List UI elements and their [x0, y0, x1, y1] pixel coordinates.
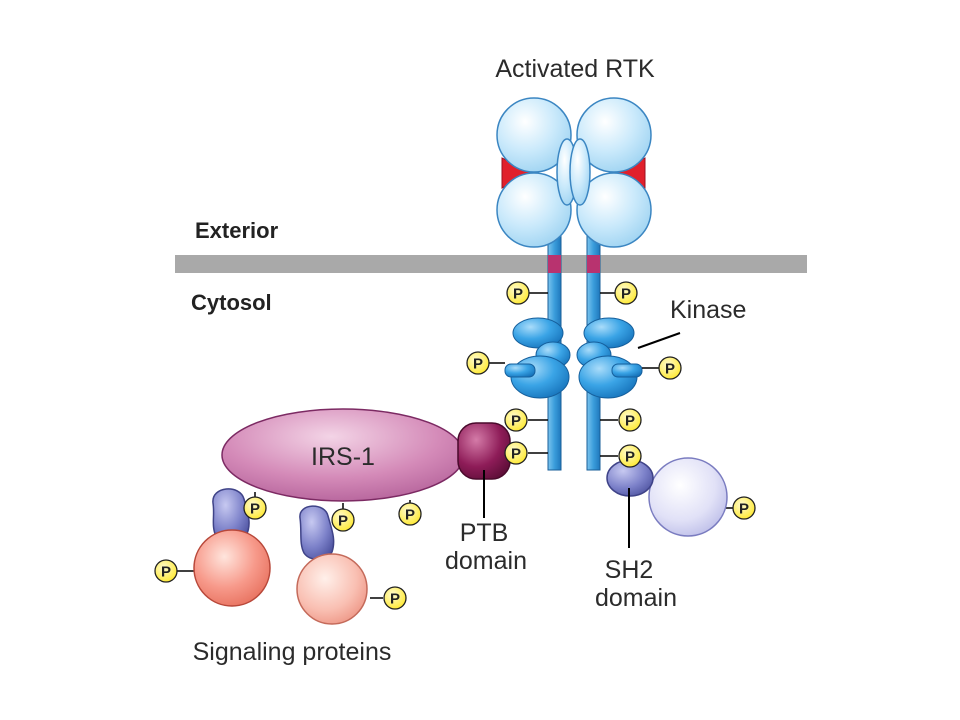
svg-text:P: P — [250, 501, 260, 518]
right-transmembrane-segment — [587, 255, 600, 273]
svg-text:P: P — [511, 413, 521, 430]
phosphate-icon: P — [732, 496, 756, 520]
kinase-pointer-line — [637, 332, 681, 349]
svg-text:P: P — [621, 286, 631, 303]
phosphate-icon: P — [383, 586, 407, 610]
phosphate-icon: P — [466, 351, 490, 375]
phosphate-icon: P — [154, 559, 178, 583]
svg-text:P: P — [513, 286, 523, 303]
svg-text:P: P — [511, 446, 521, 463]
svg-text:P: P — [338, 513, 348, 530]
svg-text:P: P — [390, 591, 400, 608]
sh2-label-line1: SH2 — [605, 556, 654, 584]
title-label: Activated RTK — [495, 55, 655, 83]
phosphate-badges: P P P P P P P P P P P P P P — [154, 281, 756, 610]
svg-text:P: P — [161, 564, 171, 581]
signaling-protein-2-sh2-domain — [299, 505, 335, 560]
phosphate-icon: P — [504, 441, 528, 465]
svg-text:P: P — [625, 449, 635, 466]
ptb-label-line2: domain — [445, 547, 527, 575]
dimerization-domain-right — [569, 138, 591, 206]
kinase-right-arm — [611, 363, 643, 378]
svg-text:P: P — [625, 413, 635, 430]
phosphate-icon: P — [398, 502, 422, 526]
extracellular-domain-top-left — [496, 97, 572, 173]
svg-text:P: P — [405, 507, 415, 524]
ptb-label-line1: PTB — [460, 519, 509, 547]
phosphate-icon: P — [618, 408, 642, 432]
extracellular-domain-top-right — [576, 97, 652, 173]
phosphate-icon: P — [658, 356, 682, 380]
svg-text:P: P — [739, 501, 749, 518]
exterior-label: Exterior — [195, 218, 279, 243]
irs1-label: IRS-1 — [311, 443, 375, 471]
phosphate-icon: P — [331, 508, 355, 532]
extracellular-domain-bottom-left — [496, 172, 572, 248]
signaling-proteins-label: Signaling proteins — [193, 638, 392, 666]
kinase-left-arm — [504, 363, 536, 378]
kinase-domains — [504, 317, 643, 399]
phosphate-icon: P — [504, 408, 528, 432]
signaling-protein-1 — [193, 529, 271, 607]
phosphate-icon: P — [506, 281, 530, 305]
left-transmembrane-segment — [548, 255, 561, 273]
sh2-label-line2: domain — [595, 584, 677, 612]
plasma-membrane — [175, 255, 807, 273]
sh2-bound-protein — [648, 457, 728, 537]
signaling-protein-2 — [296, 553, 368, 625]
svg-text:P: P — [665, 361, 675, 378]
extracellular-domain-bottom-right — [576, 172, 652, 248]
phosphate-icon: P — [243, 496, 267, 520]
receptor-extracellular-domains — [496, 97, 652, 248]
svg-text:P: P — [473, 356, 483, 373]
phosphate-icon: P — [618, 444, 642, 468]
phosphate-icon: P — [614, 281, 638, 305]
kinase-label: Kinase — [670, 296, 746, 324]
cytosol-label: Cytosol — [191, 290, 272, 315]
